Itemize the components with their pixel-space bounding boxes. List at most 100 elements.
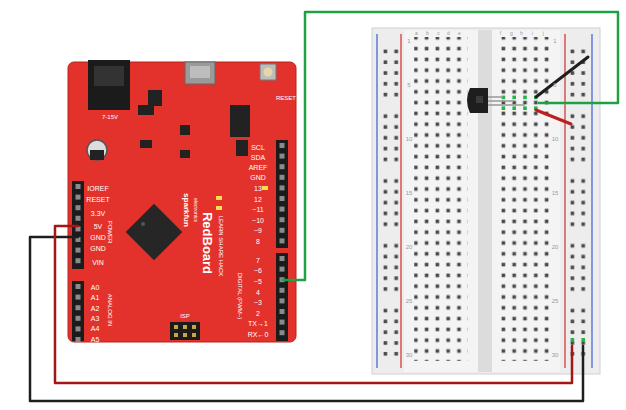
- header-pin: [76, 316, 81, 321]
- pin-label: A3: [91, 314, 100, 321]
- header-pin: [280, 238, 285, 243]
- pin-label: 12: [254, 196, 262, 203]
- header-pin: [280, 267, 285, 272]
- pin-label: ~6: [254, 267, 262, 274]
- column-letter: g: [510, 31, 513, 36]
- column-letter: f: [500, 31, 501, 36]
- pin-label: A4: [91, 325, 100, 332]
- section-label: POWER: [107, 221, 113, 244]
- column-letter: e: [458, 31, 461, 36]
- brand-logo: sparkfun: [182, 193, 190, 227]
- pin-label: 3.3V: [91, 210, 105, 217]
- pin-label: TX→1: [248, 320, 268, 327]
- column-letter: j: [543, 31, 544, 36]
- header-pin: [76, 284, 81, 289]
- pin-label: 8: [256, 238, 260, 245]
- header-pin: [76, 305, 81, 310]
- pin-label: A0: [91, 284, 100, 291]
- pin-label: GND: [90, 234, 106, 241]
- pin-label: GND: [250, 174, 266, 181]
- header-pin: [280, 175, 285, 180]
- pin-label: RESET: [86, 196, 109, 203]
- header-pin: [76, 258, 81, 263]
- pin-label: ~11: [252, 206, 263, 213]
- pin-label: ~9: [254, 227, 262, 234]
- header-pin: [76, 337, 81, 342]
- pin-label: ~10: [252, 217, 264, 224]
- pin-label: 13: [254, 185, 262, 192]
- wires: [30, 12, 618, 401]
- header-pin: [280, 309, 285, 314]
- column-letter: i: [532, 31, 533, 36]
- header-pin: [76, 184, 81, 189]
- temperature-sensor: [467, 88, 525, 113]
- header-pin: [76, 195, 81, 200]
- header-pin: [280, 330, 285, 335]
- pin-label: A2: [91, 304, 100, 311]
- section-label: ANALOG IN: [107, 294, 113, 327]
- pin-label: VIN: [92, 259, 104, 266]
- breadboard: [372, 28, 600, 374]
- row-number: 25: [552, 298, 559, 304]
- pin-label: 4: [256, 289, 260, 296]
- header-pin: [280, 164, 285, 169]
- header-pin: [280, 217, 285, 222]
- pin-label: IOREF: [87, 185, 108, 192]
- board-name: RedBoard: [201, 212, 214, 274]
- header-pin: [76, 248, 81, 253]
- pin-label: GND: [90, 245, 106, 252]
- brand-logo: electronics: [193, 198, 198, 222]
- column-letter: b: [426, 31, 429, 36]
- pin-label: 2: [256, 310, 260, 317]
- pin-label: ~5: [254, 278, 262, 285]
- column-letter: h: [520, 31, 523, 36]
- pin-label: 5V: [94, 223, 103, 230]
- header-pin: [280, 288, 285, 293]
- header-pin: [76, 205, 81, 210]
- pin-label: AREF: [249, 164, 268, 171]
- row-number: 5: [407, 82, 410, 88]
- row-number: 5: [553, 82, 556, 88]
- header-label: ISP: [180, 313, 190, 319]
- header-pin: [76, 326, 81, 331]
- column-letter: d: [447, 31, 450, 36]
- header-pin: [76, 295, 81, 300]
- row-number: 30: [552, 352, 559, 358]
- column-letter: c: [437, 31, 440, 36]
- header-pin: [280, 143, 285, 148]
- row-number: 10: [406, 136, 413, 142]
- header-pin: [280, 207, 285, 212]
- pin-label: ~3: [254, 299, 262, 306]
- pin-label: SDA: [251, 154, 265, 161]
- header-pin: [76, 216, 81, 221]
- row-number: 20: [406, 244, 413, 250]
- row-number: 15: [552, 190, 559, 196]
- button-label: RESET: [276, 95, 296, 101]
- row-number: 1: [553, 38, 556, 44]
- column-letter: a: [415, 31, 418, 36]
- board-slogan: LEARN SHARE HACK: [218, 216, 224, 277]
- pin-label: A1: [91, 294, 100, 301]
- header-pin: [280, 185, 285, 190]
- header-pin: [280, 256, 285, 261]
- header-pin: [280, 196, 285, 201]
- power-label: 7-15V: [102, 114, 118, 120]
- row-number: 15: [406, 190, 413, 196]
- row-number: 30: [406, 352, 413, 358]
- pin-label: SCL: [251, 144, 265, 151]
- row-number: 1: [407, 38, 410, 44]
- pin-label: RX←0: [248, 331, 269, 338]
- pin-label: 7: [256, 257, 260, 264]
- section-label: DIGITAL (PWM~): [237, 273, 243, 320]
- header-pin: [280, 320, 285, 325]
- row-number: 10: [552, 136, 559, 142]
- redboard: [68, 60, 296, 342]
- header-pin: [280, 154, 285, 159]
- header-pin: [280, 298, 285, 303]
- row-number: 20: [552, 244, 559, 250]
- header-pin: [280, 228, 285, 233]
- row-number: 25: [406, 298, 413, 304]
- pin-label: A5: [91, 335, 100, 342]
